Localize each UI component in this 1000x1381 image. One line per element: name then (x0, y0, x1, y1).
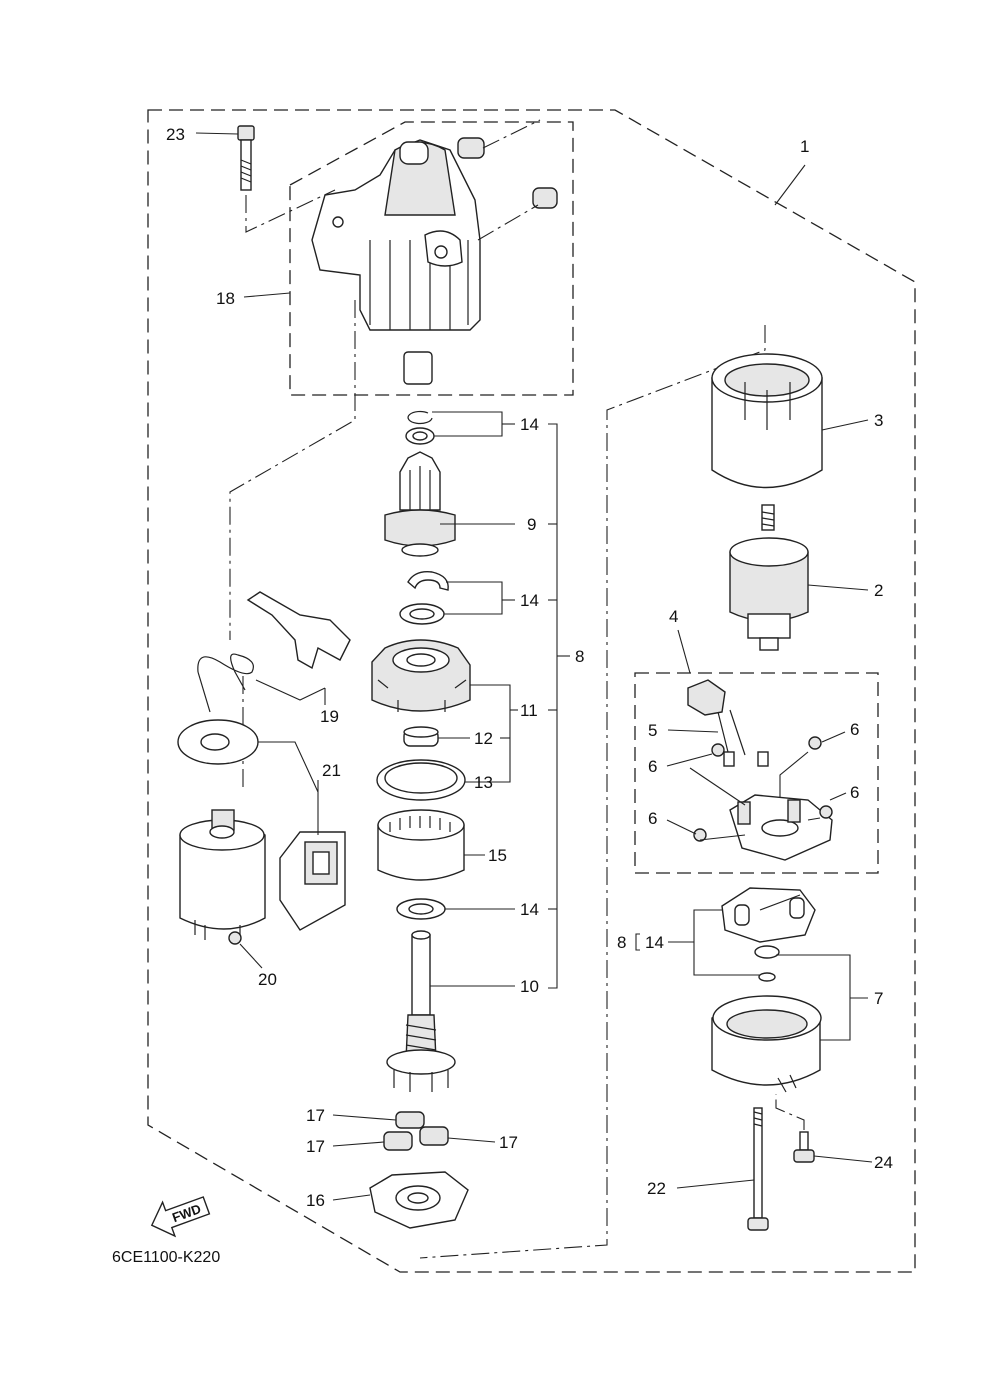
callout-9: 9 (527, 515, 536, 534)
washer-14-top (405, 410, 435, 445)
callout-22: 22 (647, 1179, 666, 1198)
fwd-arrow-icon: FWD (150, 1196, 211, 1238)
callout-13: 13 (474, 773, 493, 792)
callout-7: 7 (874, 989, 883, 1008)
bolt-23 (237, 125, 336, 233)
callout-18: 18 (216, 289, 235, 308)
callout-14-right: 14 (645, 933, 664, 952)
callout-12: 12 (474, 729, 493, 748)
center-line-right (419, 325, 766, 1259)
callout-19: 19 (320, 707, 339, 726)
brush-holder-4 (687, 679, 833, 861)
callout-8-center: 8 (575, 647, 584, 666)
washer-14-middle (399, 571, 449, 625)
solenoid-housing-18 (311, 119, 558, 385)
bracket-8-14 (635, 933, 640, 951)
center-line-left (229, 300, 356, 640)
magnet-switch-20 (179, 809, 266, 945)
callout-labels: 1 23 18 3 2 4 5 6 6 6 6 7 8 14 14 9 14 8… (166, 125, 893, 1210)
plate-16 (369, 1171, 469, 1229)
callout-23: 23 (166, 125, 185, 144)
callout-6-left: 6 (648, 757, 657, 776)
callout-14-lower: 14 (520, 900, 539, 919)
callout-16: 16 (306, 1191, 325, 1210)
callout-11: 11 (520, 701, 538, 720)
yoke-3 (711, 353, 823, 489)
callout-1: 1 (800, 137, 809, 156)
callout-3: 3 (874, 411, 883, 430)
solenoid-housing-boundary (289, 121, 574, 396)
callout-14-top: 14 (520, 415, 539, 434)
callout-4: 4 (669, 607, 678, 626)
callout-14-middle: 14 (520, 591, 539, 610)
screw-24 (775, 1094, 815, 1163)
planet-gears-17 (383, 1111, 449, 1151)
rear-cover-7 (711, 995, 822, 1093)
armature-2 (729, 504, 809, 651)
through-bolt-22 (747, 1107, 769, 1231)
gasket-21 (177, 719, 346, 931)
end-plate-8 (721, 887, 816, 982)
brush-holder-boundary (634, 672, 879, 874)
callout-6-right: 6 (850, 783, 859, 802)
pinion-gear-9 (384, 451, 456, 557)
callout-17-right: 17 (499, 1133, 518, 1152)
callout-17-left: 17 (306, 1137, 325, 1156)
callout-24: 24 (874, 1153, 893, 1172)
callout-17-top: 17 (306, 1106, 325, 1125)
callout-15: 15 (488, 846, 507, 865)
callout-21: 21 (322, 761, 341, 780)
washer-14-lower-inner (408, 903, 434, 915)
callout-20: 20 (258, 970, 277, 989)
internal-gear-15 (377, 809, 465, 881)
gear-housing-11 (371, 639, 471, 712)
callout-8-right: 8 (617, 933, 626, 952)
assembly-1-boundary (147, 109, 916, 1273)
callout-5: 5 (648, 721, 657, 740)
ring-13 (376, 759, 466, 801)
callout-10: 10 (520, 977, 539, 996)
shaft-10 (386, 930, 456, 1092)
leader-lines (195, 132, 873, 1201)
callout-6-bottom-left: 6 (648, 809, 657, 828)
diagram-code: 6CE1100-K220 (112, 1249, 220, 1266)
bearing-12 (403, 726, 439, 747)
lever-19 (197, 591, 351, 713)
callout-2: 2 (874, 581, 883, 600)
callout-6-top-right: 6 (850, 720, 859, 739)
